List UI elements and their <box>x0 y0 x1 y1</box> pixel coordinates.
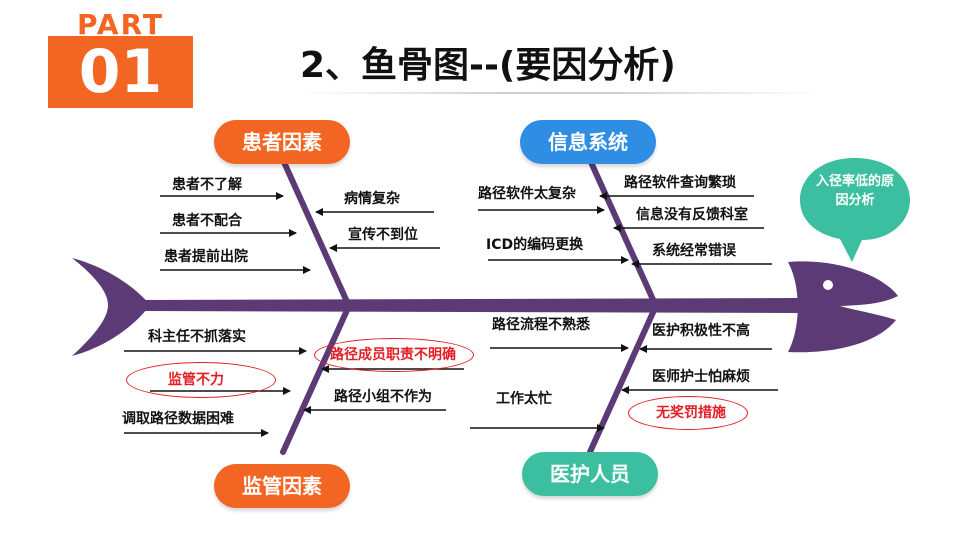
part-number-box: 01 <box>48 36 193 108</box>
cause-label: 路径软件查询繁琐 <box>624 175 736 191</box>
highlight-ellipse <box>628 396 748 430</box>
page-title: 2、鱼骨图--(要因分析) <box>300 45 676 86</box>
head-label: 入径率低的原因分析 <box>815 174 894 208</box>
cause-label: 路径小组不作为 <box>334 389 432 405</box>
category-supervision: 监管因素 <box>214 464 350 508</box>
fish-spine <box>140 298 800 313</box>
bone-patient <box>280 157 351 307</box>
title-underline <box>300 92 820 94</box>
cause-label: 医护积极性不高 <box>652 323 750 339</box>
part-number: 01 <box>78 37 163 107</box>
category-info: 信息系统 <box>520 120 656 164</box>
fish-head <box>788 261 898 353</box>
cause-label: 科主任不抓落实 <box>148 329 246 345</box>
highlight-ellipse <box>314 338 474 372</box>
category-patient: 患者因素 <box>214 120 350 164</box>
cause-label: 病情复杂 <box>344 191 400 207</box>
highlight-ellipse <box>126 362 276 398</box>
cause-label: 工作太忙 <box>496 391 552 407</box>
cause-label: 宣传不到位 <box>348 227 418 243</box>
cause-label: 路径软件太复杂 <box>478 186 576 202</box>
bone-supervision <box>280 305 351 455</box>
cause-label: 医师护士怕麻烦 <box>652 369 750 385</box>
cause-label: 信息没有反馈科室 <box>636 207 748 223</box>
head-bubble <box>800 158 910 262</box>
cause-label: 患者提前出院 <box>164 249 248 265</box>
part-badge: PART 01 <box>48 12 193 108</box>
category-medical: 医护人员 <box>522 452 658 496</box>
cause-label-highlighted: 无奖罚措施 <box>656 405 726 421</box>
bone-medical <box>587 305 658 455</box>
cause-label: 路径流程不熟悉 <box>492 317 590 333</box>
part-label: PART <box>76 12 165 38</box>
bone-info <box>587 157 658 307</box>
cause-label: ICD的编码更换 <box>486 237 584 253</box>
cause-label-highlighted: 路径成员职责不明确 <box>330 347 456 363</box>
fish-eye <box>823 280 833 290</box>
cause-label: 患者不配合 <box>172 213 242 229</box>
cause-label: 系统经常错误 <box>652 243 736 259</box>
cause-label: 调取路径数据困难 <box>122 411 234 427</box>
fish-tail <box>72 258 150 356</box>
cause-label-highlighted: 监管不力 <box>168 372 224 388</box>
cause-label: 患者不了解 <box>172 177 242 193</box>
